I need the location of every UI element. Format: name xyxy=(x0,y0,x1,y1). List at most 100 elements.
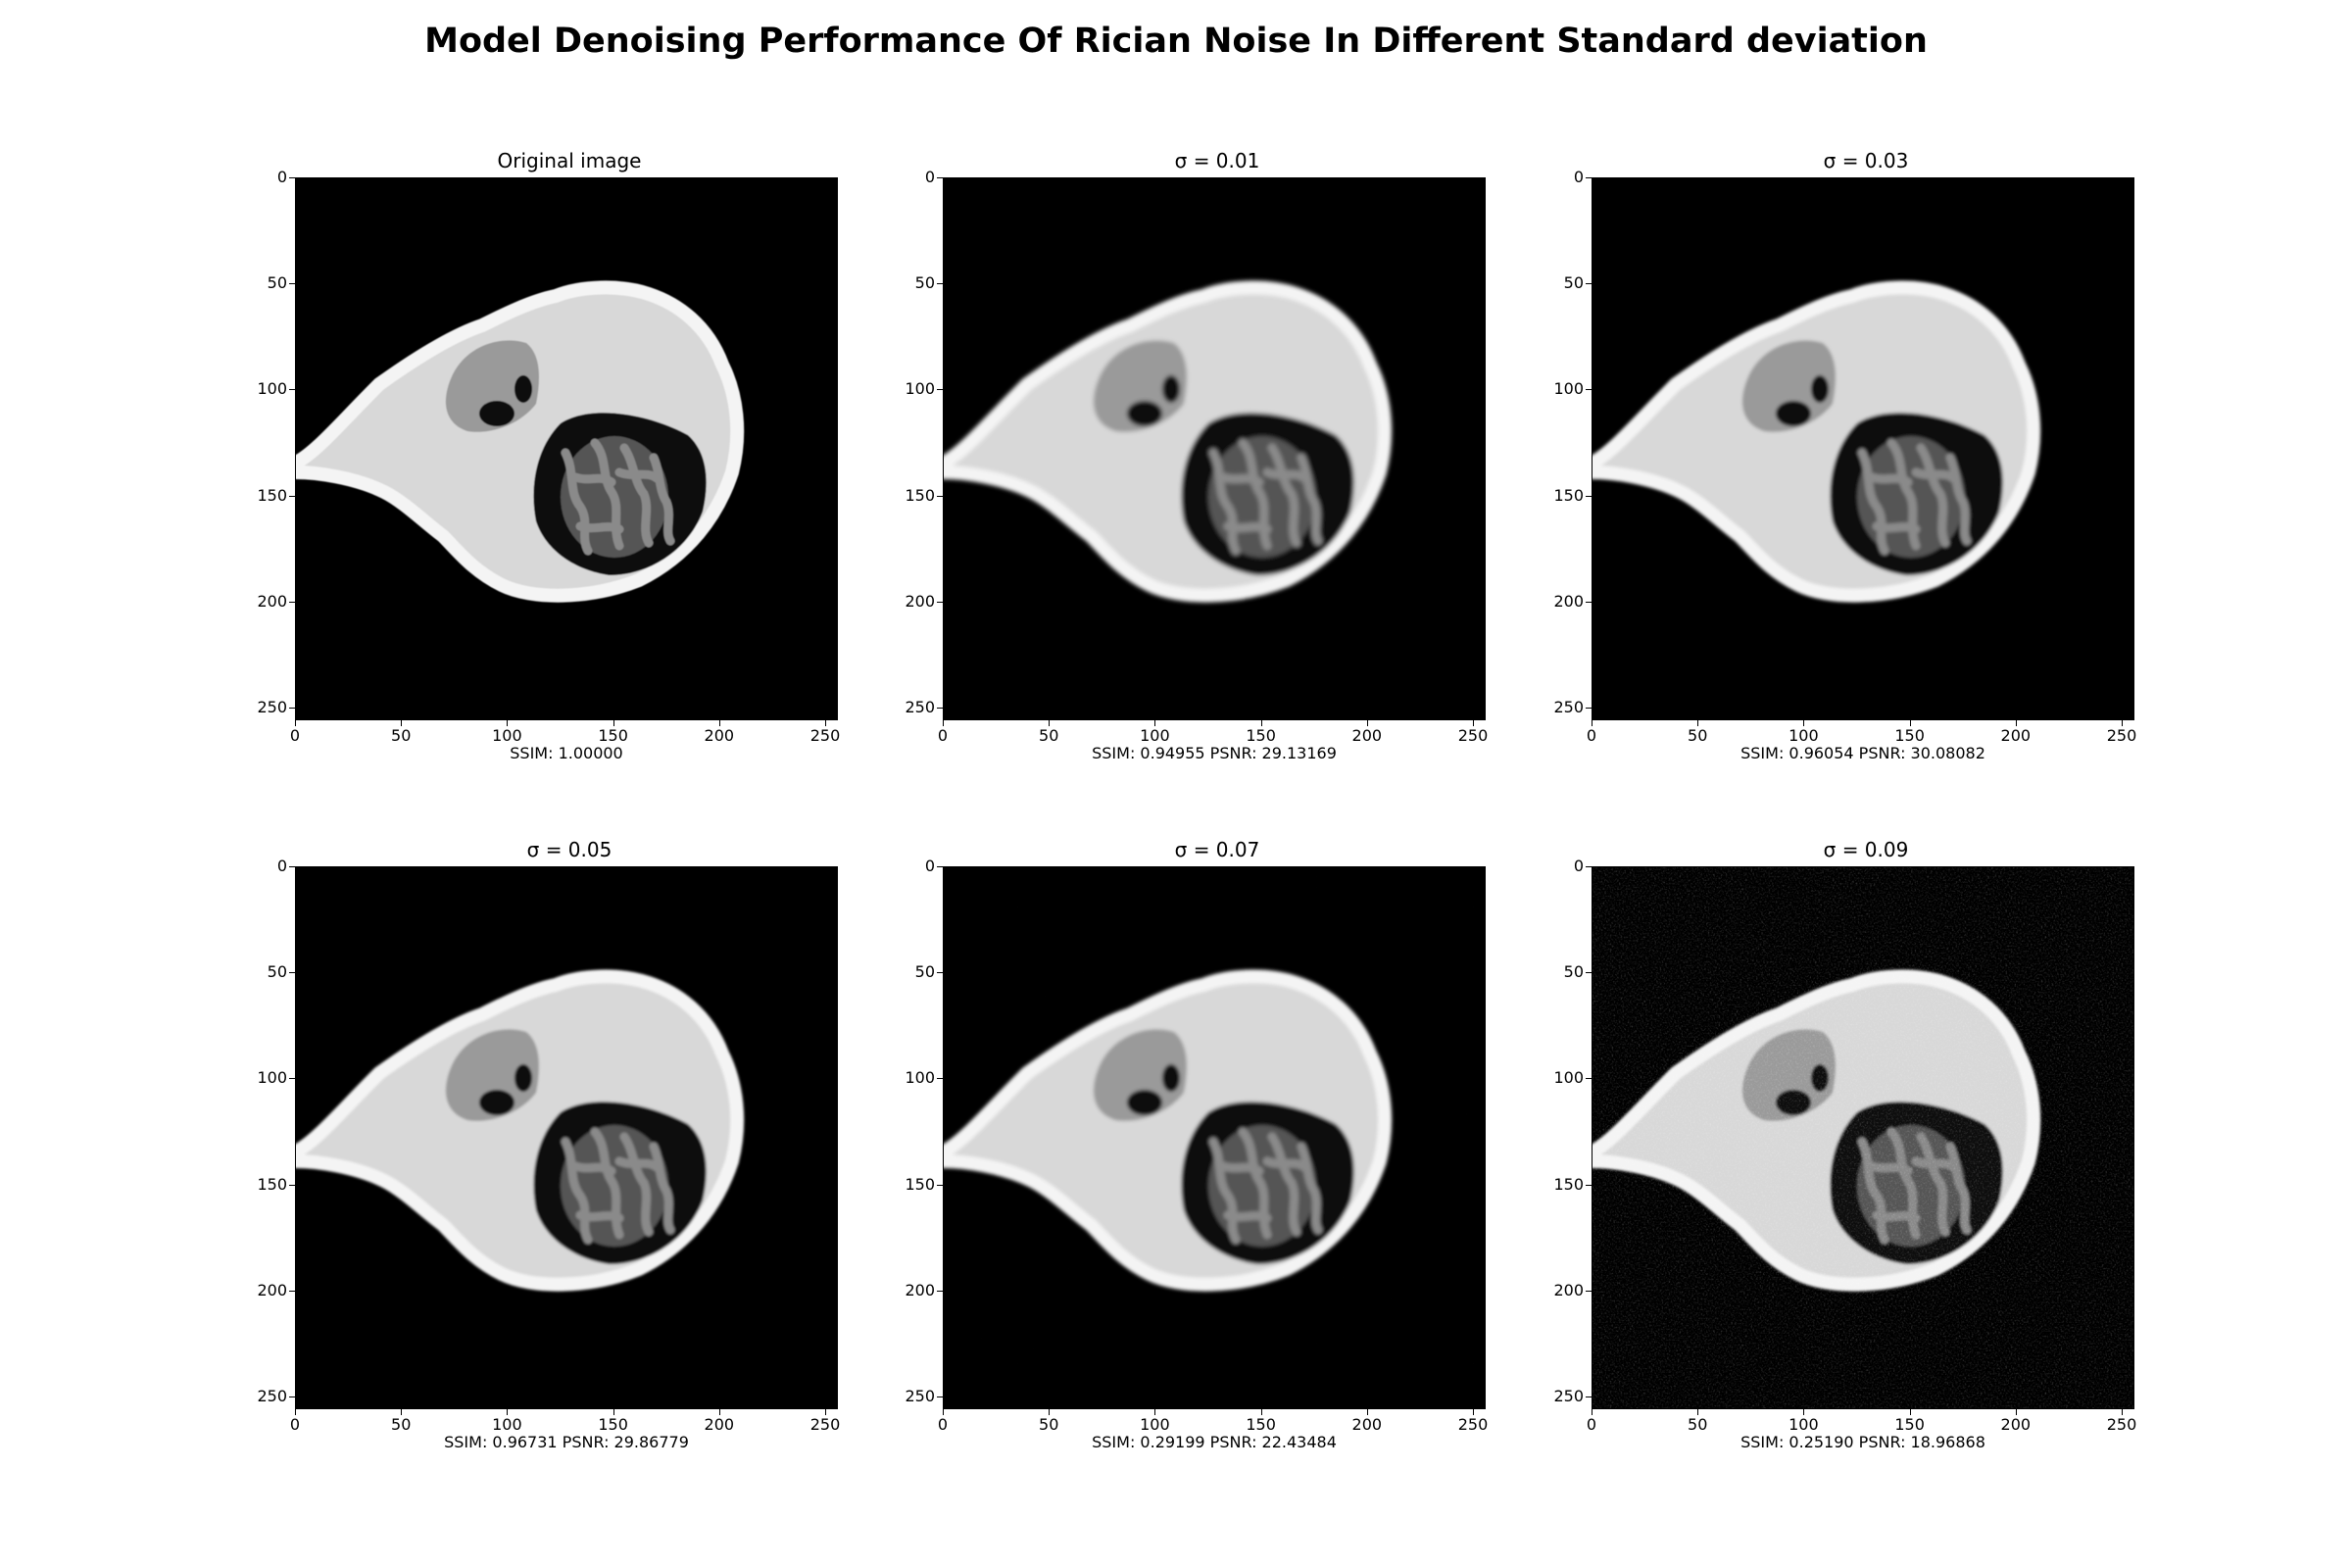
mri-slice-graphic xyxy=(1592,178,2133,719)
x-tick-mark xyxy=(401,720,403,726)
x-tick-mark xyxy=(718,720,720,726)
y-tick-label: 50 xyxy=(914,273,935,293)
brain-gyrus xyxy=(619,443,654,548)
head-cross-section xyxy=(296,969,745,1292)
x-tick-label: 250 xyxy=(1457,726,1489,745)
x-tick-label: 250 xyxy=(1457,1415,1489,1434)
head-cross-section xyxy=(944,280,1393,603)
brain-gyrus xyxy=(614,467,662,483)
sinus-cavity xyxy=(1127,401,1162,426)
brain-gyrus xyxy=(1857,448,1889,556)
x-tick-mark xyxy=(1803,1409,1805,1415)
y-tick-mark xyxy=(289,866,295,867)
y-tick-label: 200 xyxy=(1553,1280,1584,1299)
y-tick-label: 250 xyxy=(1553,1387,1584,1406)
y-tick-label: 200 xyxy=(257,1280,287,1299)
figure-title: Model Denoising Performance Of Rician No… xyxy=(424,22,1928,61)
y-tick-label: 100 xyxy=(1553,379,1584,399)
panel-title: σ = 0.01 xyxy=(1174,149,1260,172)
brain-gyrus xyxy=(570,1161,616,1176)
x-tick-label: 250 xyxy=(2106,1415,2137,1434)
x-tick-mark xyxy=(401,1409,403,1415)
brain-gyrus xyxy=(1297,453,1323,546)
metric-label: SSIM: 0.94955 PSNR: 29.13169 xyxy=(1092,744,1337,762)
x-tick-label: 250 xyxy=(809,726,841,745)
y-tick-label: 250 xyxy=(257,1387,287,1406)
mri-image-sigma-009 xyxy=(1592,866,2134,1409)
x-tick-label: 50 xyxy=(1039,1415,1059,1434)
y-tick-mark xyxy=(289,972,295,974)
y-tick-mark xyxy=(1586,972,1592,974)
mri-image-sigma-003 xyxy=(1592,177,2134,720)
x-tick-mark xyxy=(1697,1409,1699,1415)
x-tick-mark xyxy=(943,1409,944,1415)
brain-gyrus xyxy=(575,521,624,534)
x-tick-label: 50 xyxy=(1039,726,1059,745)
y-tick-mark xyxy=(937,1290,943,1292)
x-tick-mark xyxy=(1697,720,1699,726)
brain-gyrus xyxy=(1262,467,1309,483)
y-tick-label: 150 xyxy=(257,485,287,505)
y-tick-mark xyxy=(1586,866,1592,867)
mri-slice-graphic xyxy=(1592,867,2133,1408)
y-tick-mark xyxy=(289,1290,295,1292)
x-tick-label: 200 xyxy=(1351,726,1383,745)
x-tick-label: 150 xyxy=(1246,1415,1276,1434)
brain-gyrus xyxy=(561,448,593,556)
brain-gyrus xyxy=(649,453,675,546)
panel-title: σ = 0.03 xyxy=(1823,149,1909,172)
facial-tissue xyxy=(445,1029,539,1121)
panel-title: σ = 0.07 xyxy=(1174,838,1260,861)
y-tick-label: 50 xyxy=(1563,962,1584,982)
y-tick-mark xyxy=(289,1396,295,1398)
y-tick-mark xyxy=(937,495,943,497)
y-tick-label: 250 xyxy=(257,698,287,717)
x-tick-mark xyxy=(612,1409,614,1415)
y-tick-label: 150 xyxy=(257,1174,287,1194)
x-tick-label: 150 xyxy=(598,1415,628,1434)
x-tick-label: 150 xyxy=(1246,726,1276,745)
x-tick-label: 100 xyxy=(492,726,522,745)
mri-image-sigma-001 xyxy=(943,177,1486,720)
head-cross-section xyxy=(296,280,745,603)
y-tick-label: 0 xyxy=(276,857,287,875)
y-tick-mark xyxy=(1586,283,1592,285)
facial-tissue xyxy=(1741,340,1836,432)
x-tick-label: 200 xyxy=(1351,1415,1383,1434)
x-tick-mark xyxy=(1260,1409,1262,1415)
y-tick-label: 100 xyxy=(257,379,287,399)
x-tick-mark xyxy=(1366,1409,1368,1415)
y-tick-mark xyxy=(289,601,295,603)
x-tick-label: 250 xyxy=(2106,726,2137,745)
y-tick-mark xyxy=(937,1078,943,1080)
x-tick-label: 0 xyxy=(289,726,301,745)
y-tick-label: 200 xyxy=(257,591,287,611)
y-tick-label: 100 xyxy=(905,1068,935,1088)
x-tick-mark xyxy=(1366,720,1368,726)
mri-slice-graphic xyxy=(944,178,1485,719)
head-cross-section xyxy=(1592,280,2041,603)
panel-title: σ = 0.05 xyxy=(526,838,612,861)
brain-gyrus xyxy=(561,1137,593,1245)
x-tick-label: 100 xyxy=(1140,1415,1170,1434)
brain-gyrus xyxy=(614,1156,662,1172)
x-tick-mark xyxy=(1260,720,1262,726)
x-tick-mark xyxy=(1473,1409,1475,1415)
y-tick-label: 250 xyxy=(1553,698,1584,717)
y-tick-label: 200 xyxy=(905,591,935,611)
brain-gyrus xyxy=(649,1142,675,1235)
y-tick-mark xyxy=(289,283,295,285)
x-tick-mark xyxy=(507,1409,509,1415)
x-tick-mark xyxy=(825,1409,827,1415)
x-tick-label: 0 xyxy=(1586,1415,1597,1434)
x-tick-label: 100 xyxy=(1788,726,1819,745)
mri-slice-graphic xyxy=(296,867,837,1408)
brain-gyrus xyxy=(570,472,616,487)
x-tick-label: 50 xyxy=(1688,1415,1708,1434)
y-tick-mark xyxy=(289,1078,295,1080)
sinus-cavity xyxy=(514,1064,532,1092)
y-tick-mark xyxy=(1586,1078,1592,1080)
